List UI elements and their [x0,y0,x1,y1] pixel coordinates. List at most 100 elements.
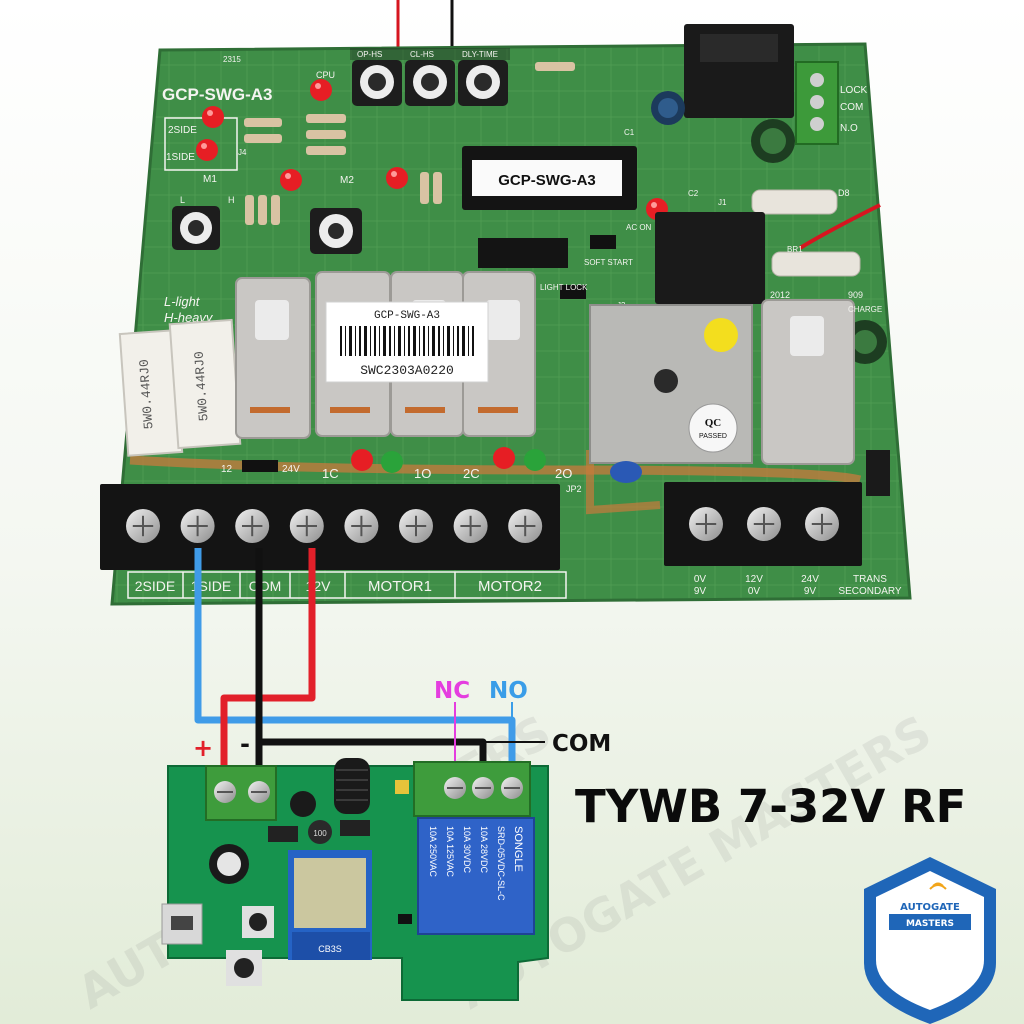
pot-label-cl: CL-HS [410,50,434,59]
c1-label: C1 [624,128,635,137]
transformer-terminal-block: 0V 9V 12V 0V 24V 9V TRANS SECONDARY [664,482,902,597]
led-label-1c: 1C [322,466,339,481]
bridge-rectifier: QC PASSED [589,304,753,464]
driver-ic [478,238,568,268]
j4-label: J4 [238,148,247,157]
terminal-label-2side: 2SIDE [135,578,175,594]
trans-label-trans: TRANS [853,574,887,585]
relay-terminal [413,761,531,817]
antenna-coil [334,758,370,814]
resistor-label-1: 5W0.44RJ0 [137,359,157,430]
mcu-chip: GCP-SWG-A3 [462,146,637,210]
wire-12v-to-plus [220,548,316,790]
led-label-2o: 2O [555,466,572,481]
c2-label: C2 [688,189,699,198]
timing-potentiometers: OP-HS CL-HS DLY-TIME [350,48,510,106]
board-model-label: GCP-SWG-A3 [162,85,273,104]
jp2-label: JP2 [566,484,582,494]
blue-capacitor [610,461,642,483]
main-control-board: GCP-SWG-A3 2315 CPU 2SIDE 1SIDE J4 OP-HS… [100,24,912,606]
lock-no-label: N.O [840,123,858,134]
qc-passed-label: PASSED [699,433,727,440]
light-lock-label: LIGHT LOCK [540,283,588,292]
wifi-signal-icon [929,882,947,890]
side-label-1: 1SIDE [166,152,195,163]
h-label: H [228,195,235,205]
resistor-array [244,62,575,225]
j1-label: J1 [718,198,727,207]
trans-label-9v: 9V [694,586,707,597]
main-terminal-block: 2SIDE 1SIDE COM 12V MOTOR1 MOTOR2 [100,484,567,599]
led-label-2c: 2C [463,466,480,481]
relay-rating-text: 10A 250VAC [428,826,438,877]
resistor-label-2: 5W0.44RJ0 [192,351,212,422]
songle-relay: 10A 250VAC 10A 125VAC 10A 30VDC 10A 28VDC SR… [417,817,535,935]
lock-relay: LOCK COM N.O [684,24,868,145]
side-label-2: 2SIDE [168,125,197,136]
wire-1side-to-no [194,548,516,790]
red-jumper-wire [798,203,881,250]
minus-label: - [240,730,250,758]
relay-rating-text: 10A 30VDC [462,826,472,874]
trans-label-0v-2: 0V [748,586,761,597]
nc-label: NC [434,678,470,704]
force-potentiometers: M1 M2 L H [172,174,362,254]
voltage-24-label: 24V [282,464,300,475]
m1-label: M1 [203,174,217,185]
voltage-jumper [242,460,278,472]
relay-rating-text: SONGLE [512,826,524,872]
serial-sticker: GCP-SWG-A3 SWC2303A0220 [325,301,489,383]
qc-label: QC [705,417,722,429]
jumper-settings: AC ON SOFT START LIGHT LOCK J3 [540,223,652,310]
trans-label-secondary: SECONDARY [838,586,901,597]
com-label: COM [552,731,611,757]
inductor [308,820,332,844]
trans-label-24v: 24V [801,574,819,585]
terminal-label-motor1: MOTOR1 [368,578,432,595]
relay-rating-text: 10A 28VDC [479,826,489,874]
module-title: TYWB 7-32V RF [575,780,966,833]
relay-rating-text: 10A 125VAC [445,826,455,877]
sticker-serial: SWC2303A0220 [360,363,454,378]
pot-label-op: OP-HS [357,50,382,59]
power-terminal [205,765,277,821]
relay-rating-text: SRD-05VDC-SL-C [496,826,506,901]
plus-label: + [193,734,213,762]
board-code-charge: CHARGE [848,305,882,314]
board-code-2012: 2012 [770,290,790,300]
board-code: 2315 [223,55,241,64]
cement-resistors: 5W0.44RJ0 5W0.44RJ0 [118,318,242,457]
cpu-label: CPU [316,70,335,80]
trans-label-12v: 12V [745,574,763,585]
pot-label-dly: DLY-TIME [462,50,498,59]
logo-top-text: AUTOGATE [900,902,960,913]
trans-label-0v: 0V [694,574,707,585]
power-relay [655,212,765,304]
terminal-label-motor2: MOTOR2 [478,578,542,595]
power-resistor [771,251,861,277]
ac-on-label: AC ON [626,223,652,232]
lock-com-label: COM [840,102,863,113]
d8-label: D8 [838,188,850,198]
motor-direction-leds: 1C 1O 2C 2O [322,447,572,481]
trans-label-9v-2: 9V [804,586,817,597]
no-label: NO [489,678,528,704]
l-light-label: L-light [164,294,201,309]
logo-bottom-text: MASTERS [906,919,954,929]
chip-label: GCP-SWG-A3 [498,172,596,189]
lock-label: LOCK [840,85,868,96]
power-resistor [751,189,838,215]
sticker-model: GCP-SWG-A3 [374,310,440,322]
l-label: L [180,195,185,205]
rf-relay-module: 10A 250VAC 10A 125VAC 10A 30VDC 10A 28VDC SR… [161,758,549,1001]
led-label-1o: 1O [414,466,431,481]
wifi-chip-label: CB3S [318,944,342,954]
board-code-909: 909 [848,290,863,300]
voltage-12-label: 12 [221,464,233,475]
autogate-masters-logo: AUTOGATE MASTERS [864,857,996,1024]
wifi-chip-module: CB3S [288,850,372,960]
soft-start-label: SOFT START [584,258,633,267]
board-code-br1: BR1 [787,245,803,254]
m2-label: M2 [340,175,354,186]
